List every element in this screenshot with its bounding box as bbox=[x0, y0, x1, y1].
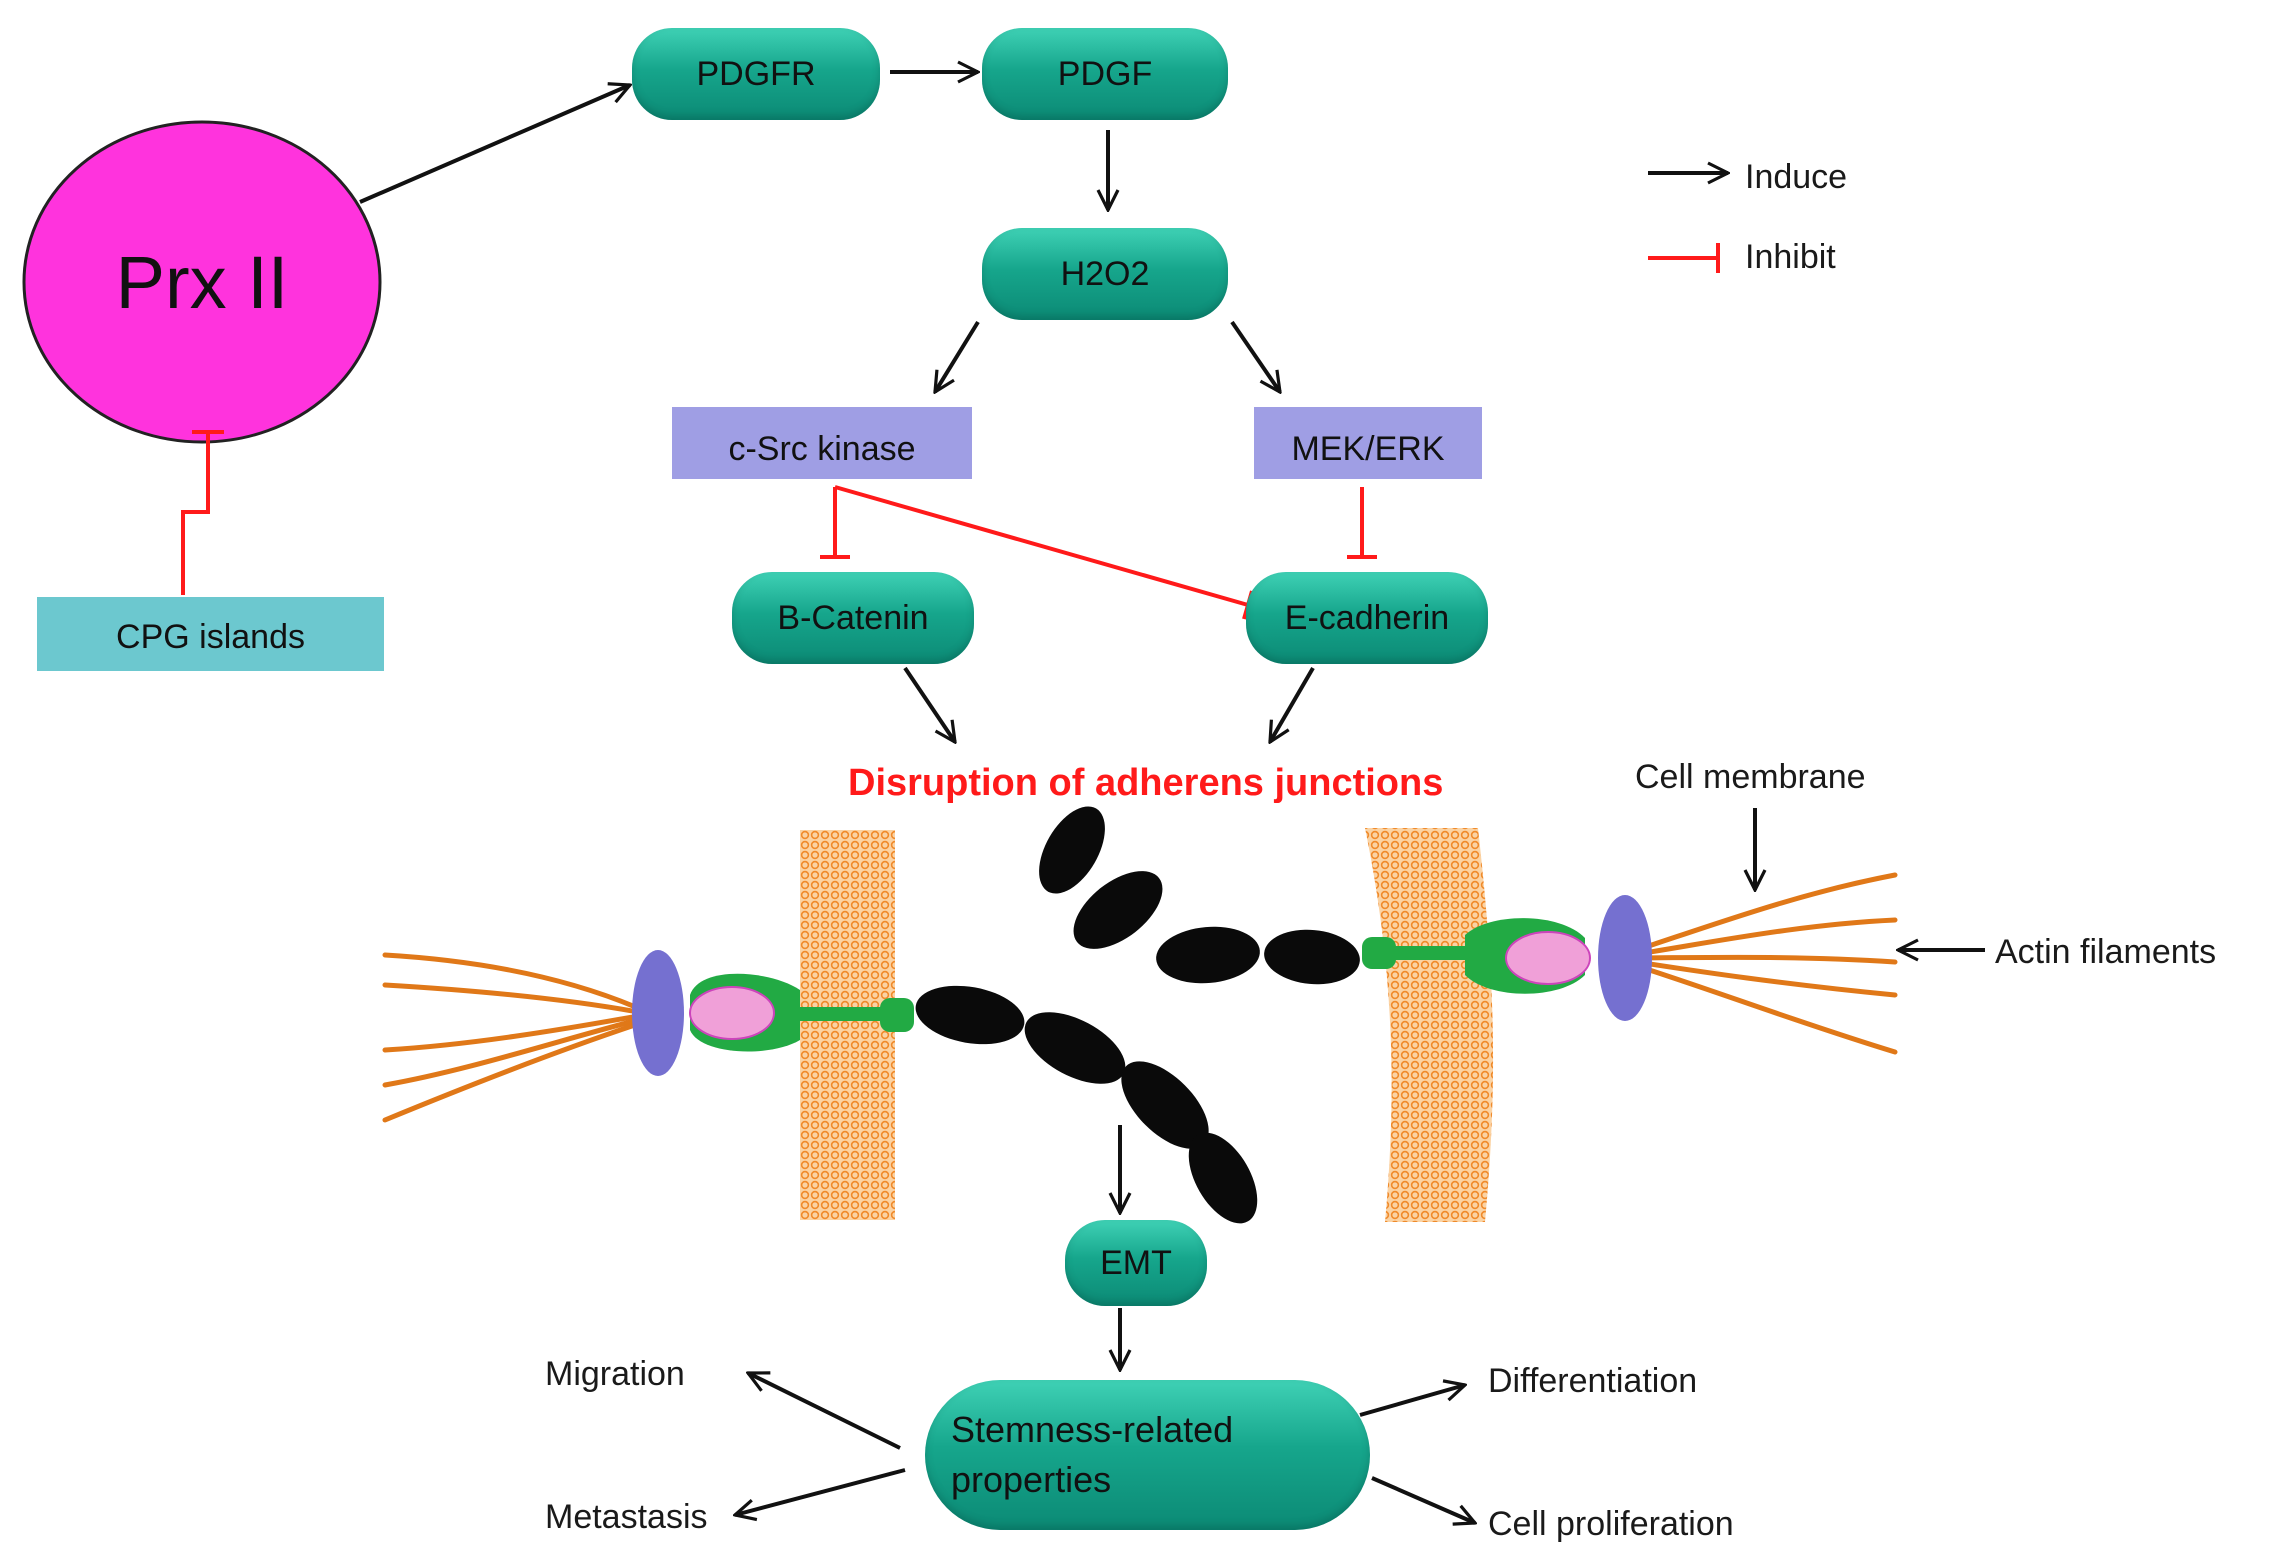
cadherin-stalk-left bbox=[800, 1007, 892, 1021]
arrow-bcat-to-disruption bbox=[903, 666, 955, 742]
actin-anchor-left bbox=[632, 950, 684, 1076]
cpg-islands-box: CPG islands bbox=[37, 597, 384, 671]
arrow-ecad-to-disruption bbox=[1270, 666, 1315, 742]
arrow-h2o2-to-mek bbox=[1230, 320, 1280, 392]
b-catenin-node: B-Catenin bbox=[732, 572, 974, 664]
cadherin-ectodomain-right bbox=[1039, 806, 1360, 985]
prx-ii-node bbox=[22, 120, 382, 444]
differentiation-label: Differentiation bbox=[1488, 1362, 1698, 1400]
h2o2-node: H2O2 bbox=[982, 228, 1228, 320]
c-src-kinase-box: c-Src kinase bbox=[672, 407, 972, 479]
arrow-to-differentiation bbox=[1359, 1385, 1465, 1417]
actin-anchor-right bbox=[1598, 895, 1652, 1021]
cell-membrane-left bbox=[800, 830, 895, 1220]
arrow-prx-to-pdgfr bbox=[359, 85, 630, 204]
metastasis-label: Metastasis bbox=[545, 1498, 708, 1536]
induce-arrows bbox=[359, 72, 1985, 1523]
arrow-to-proliferation bbox=[1371, 1476, 1475, 1523]
mek-erk-box: MEK/ERK bbox=[1254, 407, 1482, 479]
cell-membrane-label: Cell membrane bbox=[1635, 758, 1866, 796]
arrow-to-migration bbox=[748, 1371, 901, 1450]
pdgf-node: PDGF bbox=[982, 28, 1228, 120]
inhibit-csrc-to-ecad bbox=[834, 485, 1249, 607]
catenin-pink-right bbox=[1505, 931, 1591, 985]
actin-filaments-right bbox=[1609, 872, 1898, 1055]
actin-filaments-label: Actin filaments bbox=[1995, 933, 2217, 971]
arrow-h2o2-to-csrc bbox=[935, 320, 980, 392]
arrow-to-metastasis bbox=[735, 1468, 906, 1515]
cadherin-stalk-right bbox=[1390, 946, 1470, 960]
legend-induce-label: Induce bbox=[1745, 158, 1848, 196]
cell-proliferation-label: Cell proliferation bbox=[1488, 1505, 1734, 1543]
stemness-node: Stemness-related properties bbox=[925, 1380, 1370, 1530]
emt-node: EMT bbox=[1065, 1220, 1207, 1306]
cadherin-head-left bbox=[880, 998, 914, 1032]
cadherin-head-right bbox=[1362, 937, 1396, 969]
prx-ii-label: Prx II bbox=[115, 240, 289, 324]
pdgfr-node: PDGFR bbox=[632, 28, 880, 120]
legend-inhibit-label: Inhibit bbox=[1745, 238, 1836, 276]
disruption-title: Disruption of adherens junctions bbox=[848, 762, 1444, 804]
migration-label: Migration bbox=[545, 1355, 685, 1393]
e-cadherin-node: E-cadherin bbox=[1246, 572, 1488, 664]
cell-membrane-right bbox=[1365, 828, 1494, 1222]
actin-filaments-left bbox=[382, 952, 641, 1123]
cadherin-ectodomain-left bbox=[915, 985, 1258, 1224]
catenin-pink-left bbox=[689, 986, 775, 1040]
inhibit-cpg-to-prx bbox=[181, 432, 210, 595]
